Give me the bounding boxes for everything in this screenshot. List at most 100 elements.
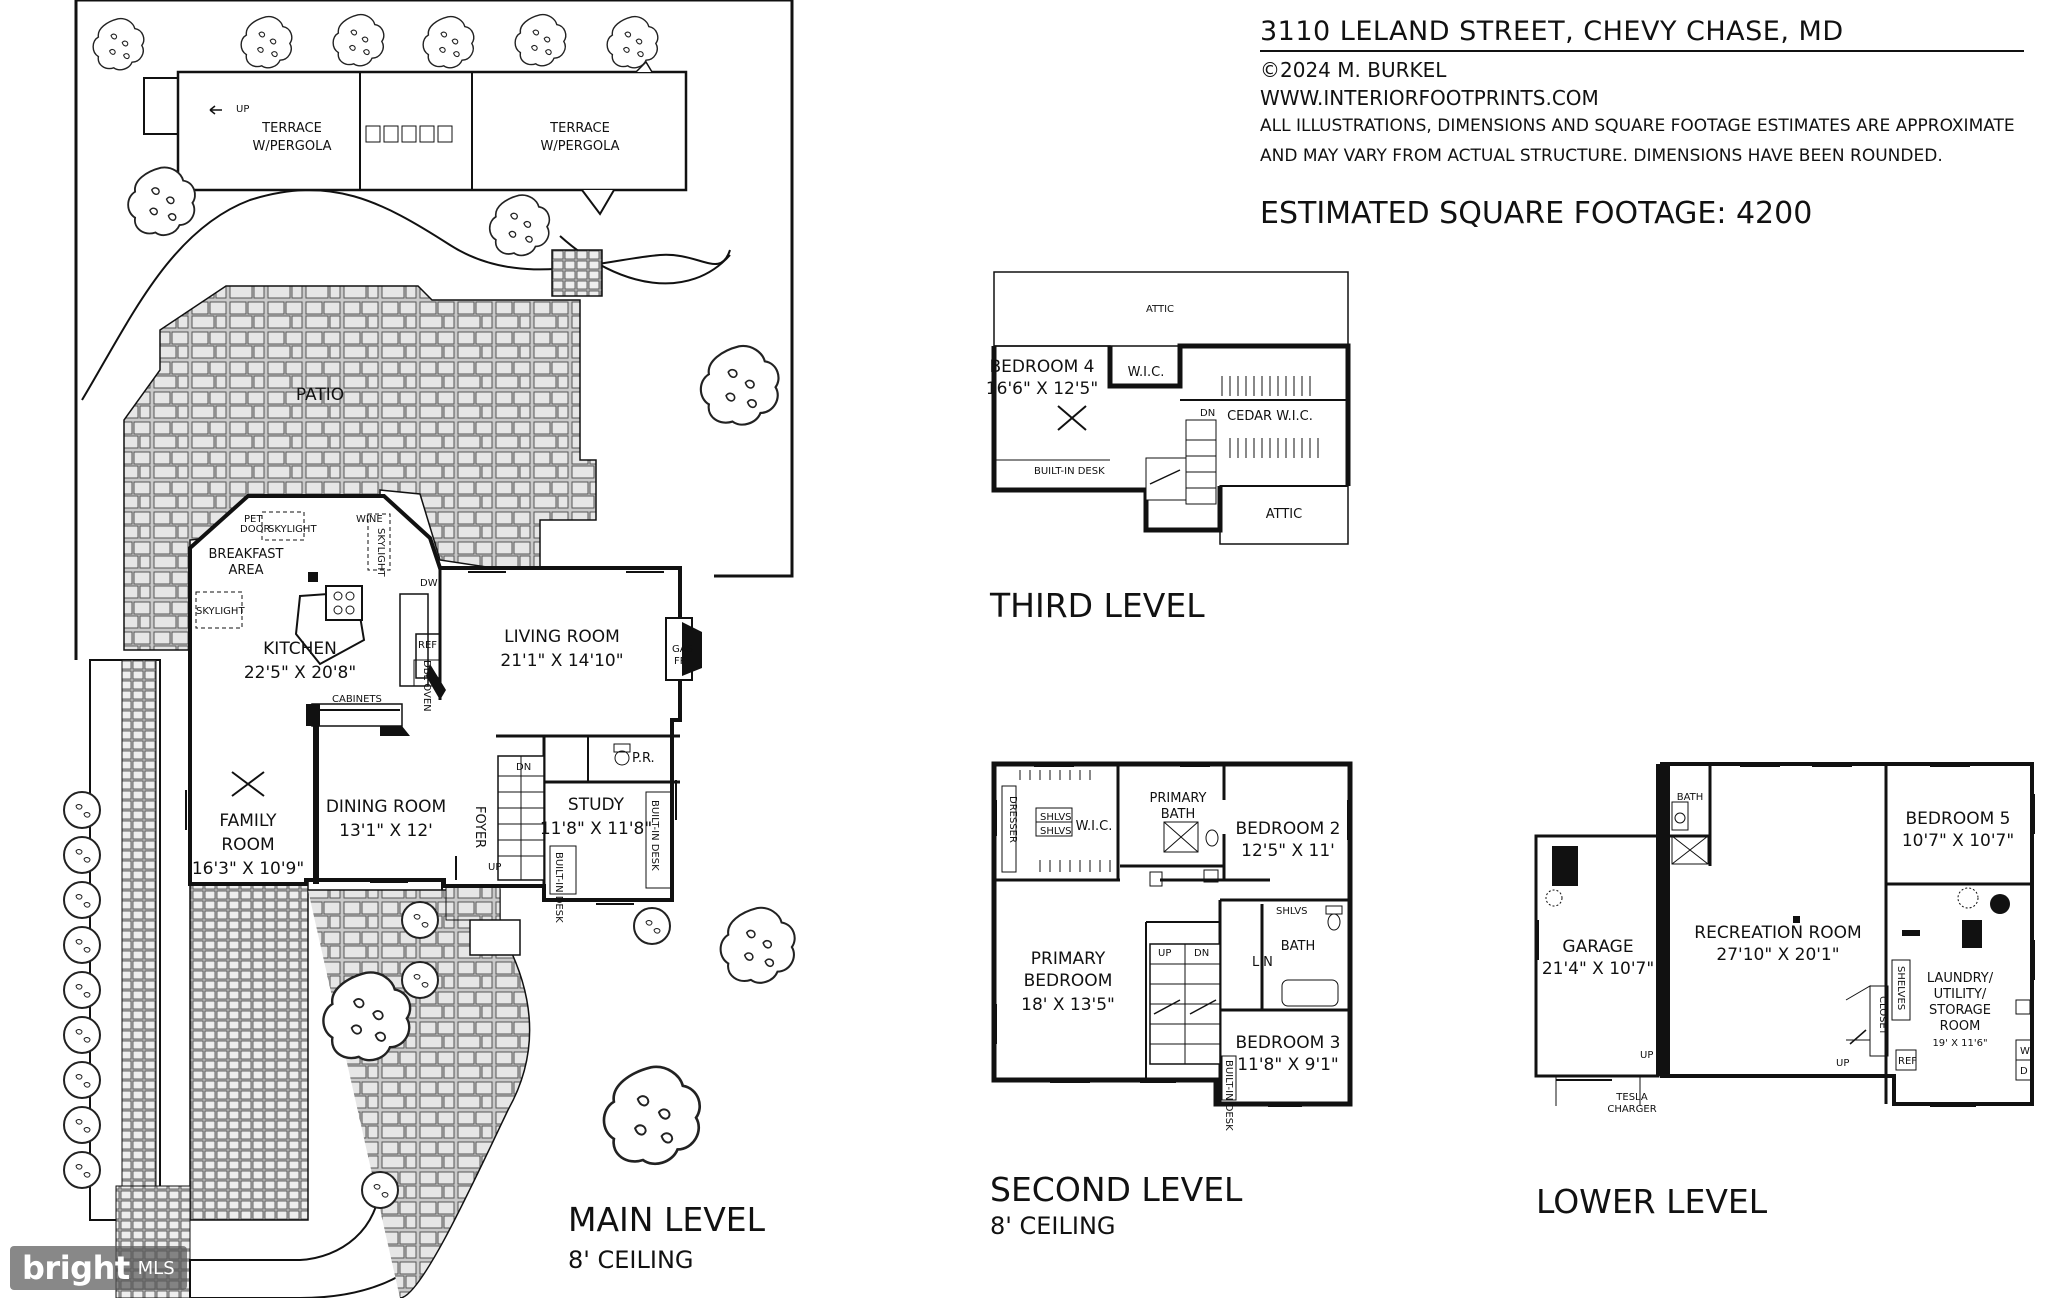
recreation-room-label: RECREATION ROOM bbox=[1694, 923, 1861, 943]
second-level-plan: DRESSER SHLVS SHLVS W.I.C. PRIMARY BATH … bbox=[991, 761, 1353, 1131]
second-wic-label: W.I.C. bbox=[1076, 819, 1113, 834]
dresser-label: DRESSER bbox=[1007, 796, 1018, 843]
kitchen-dimensions: 22'5" X 20'8" bbox=[244, 663, 356, 683]
living-room-dimensions: 21'1" X 14'10" bbox=[500, 651, 623, 671]
skylight-3-label: SKYLIGHT bbox=[196, 606, 245, 617]
lower-level-label: LOWER LEVEL bbox=[1536, 1182, 1768, 1221]
second-level-label: SECOND LEVEL bbox=[990, 1170, 1243, 1209]
tesla-charger-label-b: CHARGER bbox=[1607, 1104, 1656, 1115]
stair-up-label: UP bbox=[488, 862, 501, 873]
garage-up-label: UP bbox=[1640, 1050, 1653, 1061]
laundry-label-3: STORAGE bbox=[1929, 1003, 1991, 1018]
third-attic-top-label: ATTIC bbox=[1146, 304, 1174, 315]
wine-label: WINE bbox=[356, 514, 383, 525]
copyright-text: ©2024 M. BURKEL bbox=[1260, 58, 1447, 82]
main-level-ceiling: 8' CEILING bbox=[568, 1246, 694, 1274]
disclaimer-line-2: AND MAY VARY FROM ACTUAL STRUCTURE. DIME… bbox=[1260, 146, 1943, 166]
recreation-room-dimensions: 27'10" X 20'1" bbox=[1716, 945, 1839, 965]
pet-door-label: PET bbox=[244, 514, 263, 525]
bedroom-3-dimensions: 11'8" X 9'1" bbox=[1237, 1055, 1339, 1075]
skylight-1-label: SKYLIGHT bbox=[268, 524, 317, 535]
gas-fireplace-label-b: FP bbox=[674, 656, 686, 667]
living-room-label: LIVING ROOM bbox=[504, 627, 620, 647]
bedroom-2-label: BEDROOM 2 bbox=[1236, 819, 1341, 839]
third-dn-label: DN bbox=[1200, 408, 1215, 419]
second-built-in-desk-label: BUILT-IN DESK bbox=[1223, 1060, 1234, 1131]
third-attic-bottom-label: ATTIC bbox=[1266, 507, 1302, 522]
study-label: STUDY bbox=[568, 795, 625, 815]
header-divider bbox=[1260, 50, 2024, 52]
dining-room-label: DINING ROOM bbox=[326, 797, 446, 817]
terrace-2-label-b: W/PERGOLA bbox=[540, 139, 619, 154]
laundry-label-4: ROOM bbox=[1940, 1019, 1981, 1034]
refrigerator-label: REF bbox=[418, 640, 437, 651]
shelves-3-label: SHLVS bbox=[1276, 906, 1308, 917]
study-desk-1-label: BUILT-IN DESK bbox=[553, 852, 564, 923]
primary-bedroom-label-b: BEDROOM bbox=[1024, 971, 1113, 991]
tesla-charger-label: TESLA bbox=[1615, 1092, 1648, 1103]
dishwasher-label: DW bbox=[420, 578, 438, 589]
disclaimer-line-1: ALL ILLUSTRATIONS, DIMENSIONS AND SQUARE… bbox=[1260, 116, 2015, 136]
family-room-label: FAMILY bbox=[219, 811, 277, 831]
study-dimensions: 11'8" X 11'8" bbox=[540, 819, 652, 839]
gas-fireplace-label: GAS bbox=[672, 644, 693, 655]
terrace-2-label: TERRACE bbox=[549, 121, 610, 136]
foyer-label: FOYER bbox=[472, 806, 487, 848]
main-level-plan: TERRACE W/PERGOLA TERRACE W/PERGOLA UP P… bbox=[63, 0, 796, 1298]
lower-bath-label: BATH bbox=[1677, 792, 1704, 803]
second-level-ceiling: 8' CEILING bbox=[990, 1212, 1116, 1240]
bright-mls-watermark: bright MLS bbox=[10, 1246, 187, 1290]
laundry-label-2: UTILITY/ bbox=[1934, 987, 1987, 1002]
double-oven-label: DBL OVEN bbox=[421, 660, 432, 712]
shelves-2-label: SHLVS bbox=[1040, 826, 1072, 837]
closet-label: CLOSET bbox=[1877, 996, 1888, 1036]
shelves-1-label: SHLVS bbox=[1040, 812, 1072, 823]
skylight-2-label: SKYLIGHT bbox=[375, 528, 386, 577]
laundry-dimensions: 19' X 11'6" bbox=[1932, 1038, 1987, 1049]
garage-label: GARAGE bbox=[1562, 937, 1633, 957]
breakfast-area-label: BREAKFAST bbox=[209, 547, 284, 562]
primary-bedroom-dimensions: 18' X 13'5" bbox=[1021, 995, 1115, 1015]
primary-bath-label-b: BATH bbox=[1161, 807, 1196, 822]
kitchen-label: KITCHEN bbox=[263, 639, 337, 659]
study-desk-2-label: BUILT-IN DESK bbox=[649, 800, 660, 871]
website-text: WWW.INTERIORFOOTPRINTS.COM bbox=[1260, 86, 1599, 110]
primary-bath-label: PRIMARY bbox=[1150, 791, 1207, 806]
property-address-title: 3110 LELAND STREET, CHEVY CHASE, MD bbox=[1260, 16, 1844, 47]
family-room-dimensions: 16'3" X 10'9" bbox=[192, 859, 304, 879]
stair-down-label: DN bbox=[516, 762, 531, 773]
main-level-label: MAIN LEVEL bbox=[568, 1200, 766, 1239]
bedroom-4-dimensions: 16'6" X 12'5" bbox=[986, 379, 1098, 399]
third-wic-label: W.I.C. bbox=[1128, 365, 1165, 380]
garage-dimensions: 21'4" X 10'7" bbox=[1542, 959, 1654, 979]
square-footage-text: ESTIMATED SQUARE FOOTAGE: 4200 bbox=[1260, 196, 1813, 231]
third-built-in-desk-label: BUILT-IN DESK bbox=[1034, 466, 1105, 477]
primary-bedroom-label: PRIMARY bbox=[1031, 949, 1106, 969]
lower-up-label: UP bbox=[1836, 1058, 1849, 1069]
second-dn-label: DN bbox=[1194, 948, 1209, 959]
breakfast-area-label-b: AREA bbox=[228, 563, 263, 578]
mls-logo-text: MLS bbox=[137, 1257, 175, 1279]
dining-room-dimensions: 13'1" X 12' bbox=[339, 821, 433, 841]
family-room-label-b: ROOM bbox=[221, 835, 274, 855]
powder-room-label: P.R. bbox=[632, 751, 655, 766]
bright-logo-text: bright bbox=[22, 1249, 130, 1287]
linen-closet-label: LIN bbox=[1252, 955, 1273, 970]
terrace-1-label: TERRACE bbox=[261, 121, 322, 136]
terrace-1-label-b: W/PERGOLA bbox=[252, 139, 331, 154]
bedroom-2-dimensions: 12'5" X 11' bbox=[1241, 841, 1335, 861]
third-level-label: THIRD LEVEL bbox=[990, 586, 1205, 625]
shelves-label: SHELVES bbox=[1895, 966, 1906, 1010]
second-bath-label: BATH bbox=[1281, 939, 1316, 954]
washer-label: W bbox=[2020, 1046, 2030, 1057]
cabinets-label: CABINETS bbox=[332, 694, 382, 705]
third-level-plan: ATTIC BEDROOM 4 16'6" X 12'5" W.I.C. DN … bbox=[986, 271, 1351, 545]
dryer-label: D bbox=[2020, 1066, 2028, 1077]
bedroom-5-dimensions: 10'7" X 10'7" bbox=[1902, 831, 2014, 851]
terrace-up-label: UP bbox=[236, 104, 249, 115]
lower-ref-label: REF bbox=[1898, 1056, 1917, 1067]
bedroom-3-label: BEDROOM 3 bbox=[1236, 1033, 1341, 1053]
patio-label: PATIO bbox=[296, 385, 344, 405]
pet-door-label-b: DOOR bbox=[240, 524, 270, 535]
